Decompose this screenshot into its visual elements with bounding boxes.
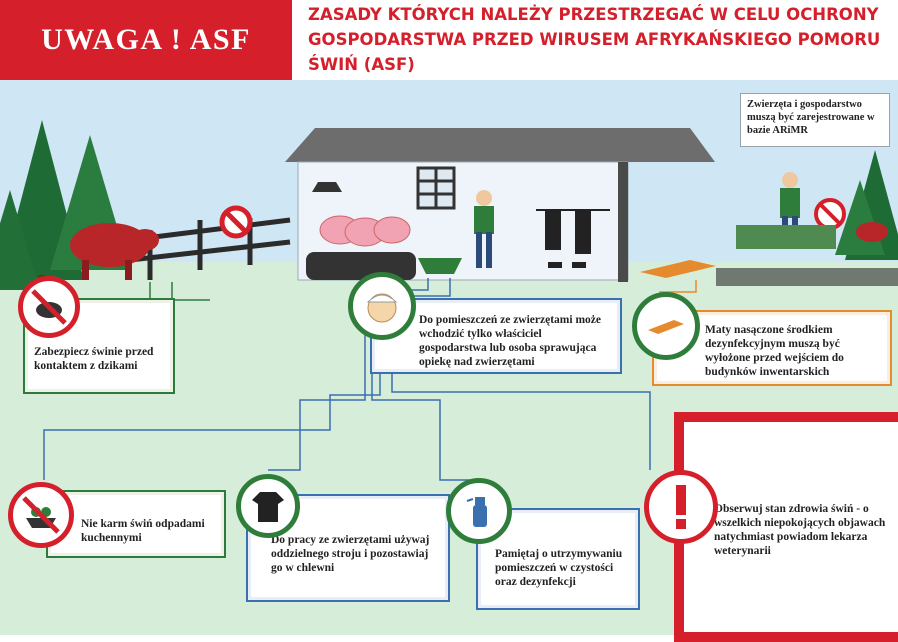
distant-boar <box>856 222 888 242</box>
headline: ZASADY KTÓRYCH NALEŻY PRZESTRZEGAĆ W CEL… <box>308 5 881 74</box>
barn-window <box>416 166 456 210</box>
wild-boar <box>70 223 159 280</box>
clothing-text: Do pracy ze zwierzętami używaj oddzielne… <box>271 534 430 574</box>
barn-roof <box>285 128 715 162</box>
registration-text: Zwierzęta i gospodarstwo muszą być zarej… <box>747 99 875 136</box>
access-card: Do pomieszczeń ze zwierzętami może wchod… <box>370 298 622 374</box>
feeding-text: Nie karm świń odpadami kuchennymi <box>81 518 205 544</box>
no-entry-sign <box>219 205 253 239</box>
farmer-face-icon <box>348 272 416 340</box>
shirt-icon <box>236 474 300 538</box>
exclamation-icon <box>644 470 718 544</box>
pigs <box>319 215 411 247</box>
warning-banner: UWAGA ! ASF <box>0 0 292 80</box>
no-kitchen-waste-icon <box>8 482 74 548</box>
farmer-in-barn <box>474 190 494 268</box>
right-trees <box>835 150 898 260</box>
fence <box>129 217 291 280</box>
header: UWAGA ! ASF ZASADY KTÓRYCH NALEŻY PRZEST… <box>0 0 898 80</box>
registration-note: Zwierzęta i gospodarstwo muszą być zarej… <box>740 93 890 147</box>
feeding-card: Nie karm świń odpadami kuchennymi <box>46 490 226 558</box>
field-rocks <box>716 268 898 286</box>
mats-text: Maty nasączone środkiem dezynfekcyjnym m… <box>705 324 844 378</box>
roadside-no-boar-sign <box>814 198 846 230</box>
disinfectant-spray-icon <box>446 478 512 544</box>
cleanliness-text: Pamiętaj o utrzymywaniu pomieszczeń w cz… <box>495 548 623 588</box>
warning-label: UWAGA ! ASF <box>41 23 251 56</box>
disinfection-mat <box>640 260 716 278</box>
hedge <box>736 225 836 249</box>
lamp <box>312 182 342 192</box>
mat-icon <box>632 292 700 360</box>
feed-pile <box>306 252 416 280</box>
hanging-clothes <box>536 209 610 268</box>
no-boar-icon <box>18 276 80 338</box>
wild-boar-text: Zabezpiecz świnie przed kontaktem z dzik… <box>34 346 154 372</box>
feed-trough <box>418 258 462 274</box>
farm-scene <box>0 120 898 290</box>
health-text: Obserwuj stan zdrowia świń - o wszelkich… <box>714 503 886 557</box>
access-text: Do pomieszczeń ze zwierzętami może wchod… <box>419 314 601 368</box>
